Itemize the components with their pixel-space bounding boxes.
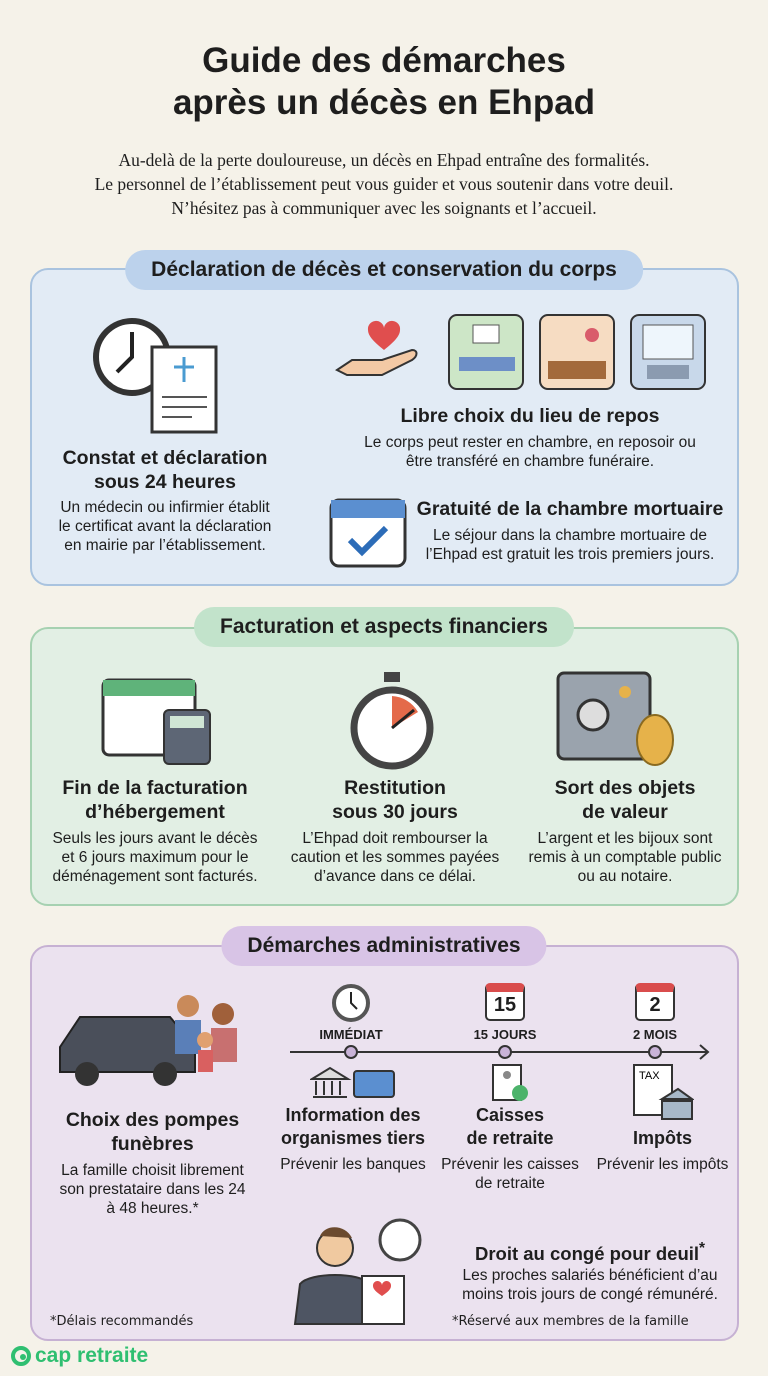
- bedroom-icon: [448, 314, 524, 390]
- rest-place-heading: Libre choix du lieu de repos: [400, 405, 660, 427]
- section-billing-title: Facturation et aspects financiers: [194, 607, 574, 647]
- section-declaration-title: Déclaration de décès et conservation du …: [125, 250, 643, 290]
- taxes-text: Prévenir les impôts: [596, 1156, 729, 1173]
- calendar-15-icon: 15: [485, 983, 525, 1021]
- third-parties-text: Prévenir les banques: [280, 1156, 426, 1173]
- calendar-2-icon: 2: [635, 983, 675, 1021]
- mortuary-heading: Gratuité de la chambre mortuaire: [416, 498, 724, 520]
- timeline-axis: [290, 1044, 710, 1060]
- tax-icon: TAX: [633, 1064, 694, 1120]
- footnote-delays: *Délais recommandés: [50, 1314, 194, 1329]
- intro-text: Au-delà de la perte douloureuse, un décè…: [94, 150, 674, 218]
- hand-heart-icon: [335, 320, 418, 376]
- logo-text: cap retraite: [35, 1344, 149, 1367]
- calendar-check-icon: [329, 498, 407, 568]
- footnote-family: *Réservé aux membres de la famille: [452, 1314, 689, 1329]
- calendar-2-label: 2: [649, 994, 661, 1016]
- timeline-15-days: 15 JOURS: [473, 1027, 537, 1042]
- hearse-family-icon: [59, 995, 237, 1086]
- stopwatch-icon: [350, 672, 434, 770]
- mortuary-room-icon: [630, 314, 706, 390]
- logo-icon: [11, 1346, 31, 1366]
- bank-card-icon: [310, 1066, 395, 1098]
- clock-icon: [332, 984, 370, 1022]
- tax-label: TAX: [639, 1070, 660, 1082]
- calendar-15-label: 15: [493, 994, 517, 1016]
- timeline-immediate: IMMÉDIAT: [319, 1027, 383, 1042]
- leave-heading: Droit au congé pour deuil*: [474, 1240, 706, 1265]
- taxes-heading: Impôts: [632, 1128, 692, 1148]
- pension-document-icon: [492, 1064, 528, 1101]
- clock-certificate-icon: [93, 318, 218, 434]
- timeline-2-months: 2 MOIS: [632, 1027, 678, 1042]
- rest-place-text: Le corps peut rester en chambre, en repo…: [364, 434, 696, 470]
- safe-coins-icon: [556, 671, 674, 766]
- calendar-calculator-icon: [101, 678, 211, 765]
- funeral-room-icon: [539, 314, 615, 390]
- section-admin-title: Démarches administratives: [221, 926, 547, 966]
- employee-leave-icon: [293, 1218, 422, 1325]
- cap-retraite-logo: cap retraite: [10, 1344, 148, 1368]
